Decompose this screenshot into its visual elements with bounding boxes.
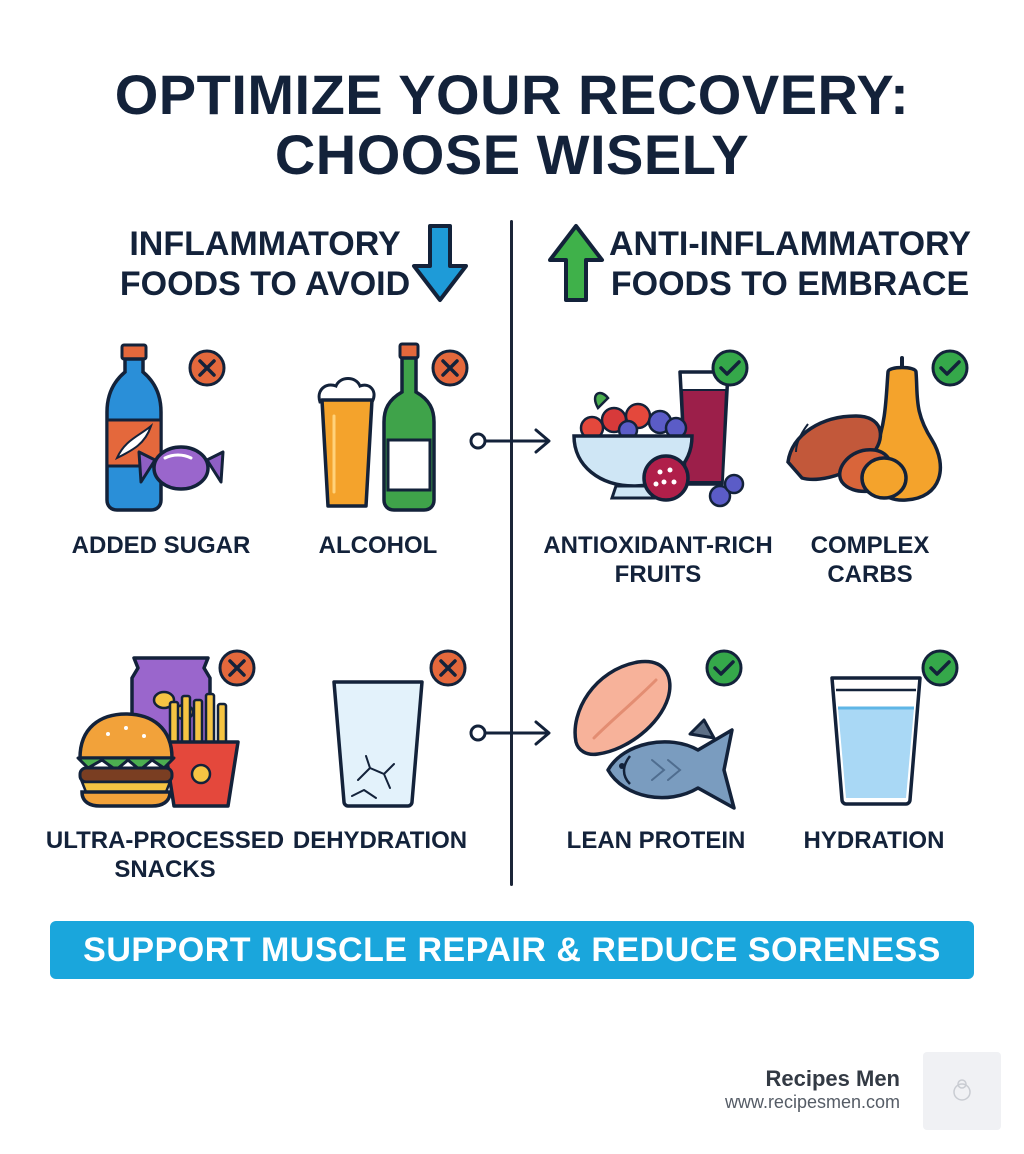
beer-wine-icon	[317, 342, 436, 512]
page-title-line-2: CHOOSE WISELY	[274, 123, 750, 186]
chicken-fish-icon	[573, 659, 736, 810]
item-label-alcohol: ALCOHOL	[318, 532, 438, 559]
embrace-heading-line-1: ANTI-INFLAMMATORY	[609, 225, 971, 263]
item-label-lean-protein: LEAN PROTEIN	[566, 827, 746, 854]
embrace-heading: ANTI-INFLAMMATORY FOODS TO EMBRACE	[600, 224, 980, 304]
embrace-heading-line-2: FOODS TO EMBRACE	[610, 265, 970, 303]
item-label-added-sugar: ADDED SUGAR	[71, 532, 251, 559]
connector-arrow-icon	[469, 428, 551, 454]
sweet-potato-squash-icon	[786, 356, 942, 502]
x-mark-icon	[218, 649, 256, 687]
water-glass-icon	[830, 676, 922, 806]
soda-candy-icon	[105, 343, 225, 512]
center-divider	[510, 220, 513, 886]
x-mark-icon	[431, 349, 469, 387]
brand-logo	[923, 1052, 1001, 1130]
empty-glass-icon	[332, 680, 424, 808]
check-mark-icon	[921, 649, 959, 687]
arrow-down-icon	[412, 224, 468, 302]
connector-arrow-icon	[469, 720, 551, 746]
brand-url: www.recipesmen.com	[724, 1092, 900, 1112]
burger-fries-chips-icon	[76, 656, 240, 808]
x-mark-icon	[429, 649, 467, 687]
avoid-heading: INFLAMMATORY FOODS TO AVOID	[100, 224, 430, 304]
support-banner: SUPPORT MUSCLE REPAIR & REDUCE SORENESS	[50, 921, 974, 979]
arrow-up-icon	[548, 224, 604, 302]
item-label-antioxidant-rich-fruits: ANTIOXIDANT-RICH FRUITS	[543, 532, 773, 588]
chef-hat-icon	[953, 1079, 971, 1101]
check-mark-icon	[711, 349, 749, 387]
berry-bowl-icon	[572, 370, 745, 508]
item-label-complex-carbs: COMPLEX CARBS	[810, 532, 930, 588]
avoid-heading-line-2: FOODS TO AVOID	[119, 265, 411, 303]
x-mark-icon	[188, 349, 226, 387]
check-mark-icon	[931, 349, 969, 387]
item-label-hydration: HYDRATION	[803, 827, 945, 854]
item-label-dehydration: DEHYDRATION	[292, 827, 468, 854]
brand-name: Recipes Men	[765, 1066, 901, 1091]
item-label-ultra-processed-snacks: ULTRA-PROCESSED SNACKS	[45, 827, 285, 883]
page-title-line-1: OPTIMIZE YOUR RECOVERY:	[114, 63, 910, 126]
avoid-heading-line-1: INFLAMMATORY	[129, 225, 401, 263]
check-mark-icon	[705, 649, 743, 687]
